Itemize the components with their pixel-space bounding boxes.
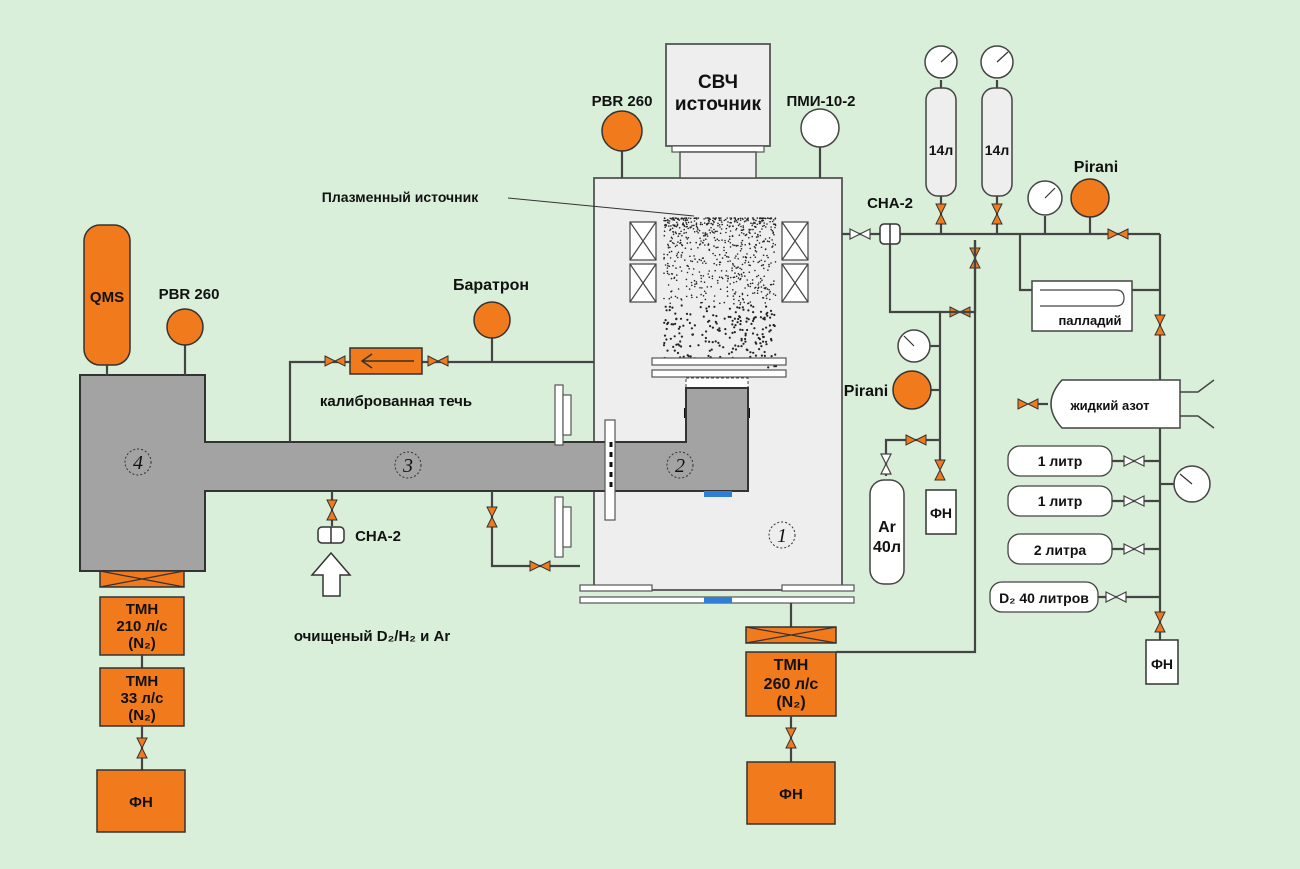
pirani-mid-label: Pirani — [844, 383, 888, 400]
region-4-label: 4 — [133, 452, 143, 474]
tmn33-l2: 33 л/с — [121, 690, 164, 707]
fore-pump-mid — [746, 761, 836, 825]
left-fore-valve[interactable] — [136, 737, 148, 759]
leak-label: калиброванная течь — [320, 393, 472, 410]
pmi-gauge — [800, 108, 840, 148]
pirani-top-label: Pirani — [1074, 159, 1118, 176]
cyl1-valve[interactable] — [935, 203, 947, 225]
fn-mid-valve[interactable] — [934, 459, 946, 481]
tmn260-l3: (N₂) — [776, 694, 805, 711]
vessel-1l-a-valve[interactable] — [1123, 455, 1145, 467]
tmn210-l2: 210 л/с — [116, 618, 167, 635]
purified-gas-label: очищеный D₂/H₂ и Ar — [294, 628, 451, 645]
ar-cylinder — [869, 479, 905, 585]
vessel-2l-valve[interactable] — [1123, 543, 1145, 555]
vol3-label: 2 литра — [1034, 542, 1087, 558]
fn-mid-label: ФН — [779, 786, 803, 803]
leak-valve-right[interactable] — [427, 355, 449, 367]
mid-fore-valve[interactable] — [785, 727, 797, 749]
fn-right-label: ФН — [1151, 656, 1173, 672]
pirani-gauge-top — [1070, 178, 1110, 218]
region-1-label: 1 — [777, 525, 787, 547]
side-window — [704, 491, 732, 497]
cna2-bottom-label: CHA-2 — [355, 528, 401, 545]
ar-label-1: Ar — [878, 519, 896, 536]
tmn-33 — [99, 667, 185, 727]
leak-valve-left[interactable] — [324, 355, 346, 367]
plasma-pointer — [507, 197, 695, 217]
cyl2-label: 14л — [985, 142, 1009, 158]
pbr260-gauge-left — [166, 308, 204, 346]
chamber-inlet-valve[interactable] — [849, 228, 871, 240]
tmn210-l3: (N₂) — [128, 635, 156, 652]
tmn-210 — [99, 596, 185, 656]
fore-pump-small — [925, 489, 957, 535]
svch-label-2: источник — [675, 94, 762, 115]
manifold-valve-right[interactable] — [1107, 228, 1129, 240]
ln2-label: жидкий азот — [1069, 398, 1149, 413]
baratron-label: Баратрон — [453, 277, 529, 294]
pirani-gauge-mid — [892, 370, 932, 410]
fn-left-label: ФН — [129, 794, 153, 811]
palladium-out-valve[interactable] — [1154, 314, 1166, 336]
bypass-valve-horizontal[interactable] — [529, 560, 551, 572]
fore-pump-left — [96, 769, 186, 833]
region-3-label: 3 — [402, 455, 413, 477]
plasma-cloud — [662, 217, 778, 369]
tmn33-l3: (N₂) — [128, 707, 156, 724]
pbr260-gauge-top — [601, 110, 643, 152]
pbr260-top-label: PBR 260 — [592, 93, 653, 110]
vol2-label: 1 литр — [1038, 493, 1083, 509]
vessel-1l-b-valve[interactable] — [1123, 495, 1145, 507]
tmn260-l1: ТМН — [774, 657, 809, 674]
ar-line-valve[interactable] — [905, 434, 927, 446]
qms-label: QMS — [90, 289, 124, 306]
region-2-label: 2 — [675, 455, 685, 477]
gas-inflow-arrow — [310, 551, 352, 597]
cna2-top-label: CHA-2 — [867, 195, 913, 212]
fn-small-label: ФН — [930, 505, 952, 521]
vol4-label: D₂ 40 литров — [999, 590, 1089, 606]
plasma-source-label: Плазменный источник — [322, 189, 479, 205]
ar-cylinder-valve[interactable] — [880, 453, 892, 475]
cyl1-label: 14л — [929, 142, 953, 158]
svch-label-1: СВЧ — [698, 72, 738, 93]
microwave-source: СВЧ источник — [665, 43, 771, 179]
fore-pump-right — [1145, 639, 1179, 685]
bypass-valve-vertical[interactable] — [486, 506, 498, 528]
cyl2-valve[interactable] — [991, 203, 1003, 225]
right-fore-valve[interactable] — [1154, 611, 1166, 633]
ln2-trap-valve[interactable] — [1017, 398, 1039, 410]
tmn210-l1: ТМН — [126, 601, 159, 618]
baratron-gauge — [473, 301, 511, 339]
tmn-260 — [745, 651, 837, 717]
ar-label-2: 40л — [873, 539, 901, 556]
pbr260-left-label: PBR 260 — [159, 286, 220, 303]
vol1-label: 1 литр — [1038, 453, 1083, 469]
tmn260-l2: 260 л/с — [764, 676, 819, 693]
gas-inlet-valve[interactable] — [326, 499, 338, 521]
pmi-label: ПМИ-10-2 — [786, 93, 855, 110]
vessel-d2-valve[interactable] — [1105, 591, 1127, 603]
bottom-window — [704, 597, 732, 603]
magnet-coils — [629, 221, 809, 303]
palladium-label: палладий — [1058, 313, 1121, 328]
tmn33-l1: ТМН — [126, 673, 159, 690]
